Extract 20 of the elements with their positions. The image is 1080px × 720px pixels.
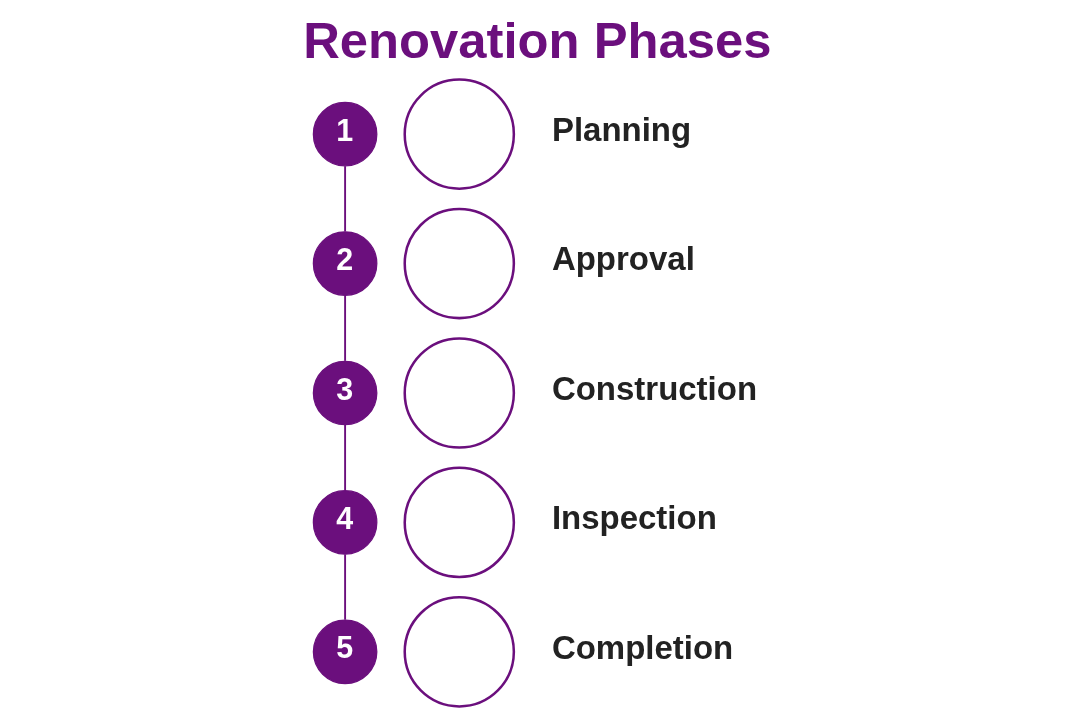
node-label: Planning: [551, 110, 691, 148]
connector: [343, 165, 346, 233]
node-label: Approval: [551, 240, 695, 278]
node-circle: [402, 78, 515, 190]
node-label: Inspection: [551, 499, 717, 537]
node-circle: [402, 337, 515, 449]
diagram-title: Renovation Phases: [302, 12, 771, 70]
node-circle: [402, 207, 515, 320]
node-circle: [402, 466, 515, 579]
node-circle: [402, 596, 515, 708]
node-circle: 3: [312, 360, 377, 426]
node-label: Completion: [551, 628, 733, 666]
node-circle: 5: [312, 619, 377, 685]
connector: [343, 553, 346, 621]
node-circle: 1: [312, 101, 377, 167]
connector: [343, 424, 346, 492]
node-circle: 2: [312, 231, 377, 296]
node-circle: 4: [312, 490, 377, 555]
node-label: Construction: [551, 369, 757, 407]
connector: [343, 294, 346, 362]
